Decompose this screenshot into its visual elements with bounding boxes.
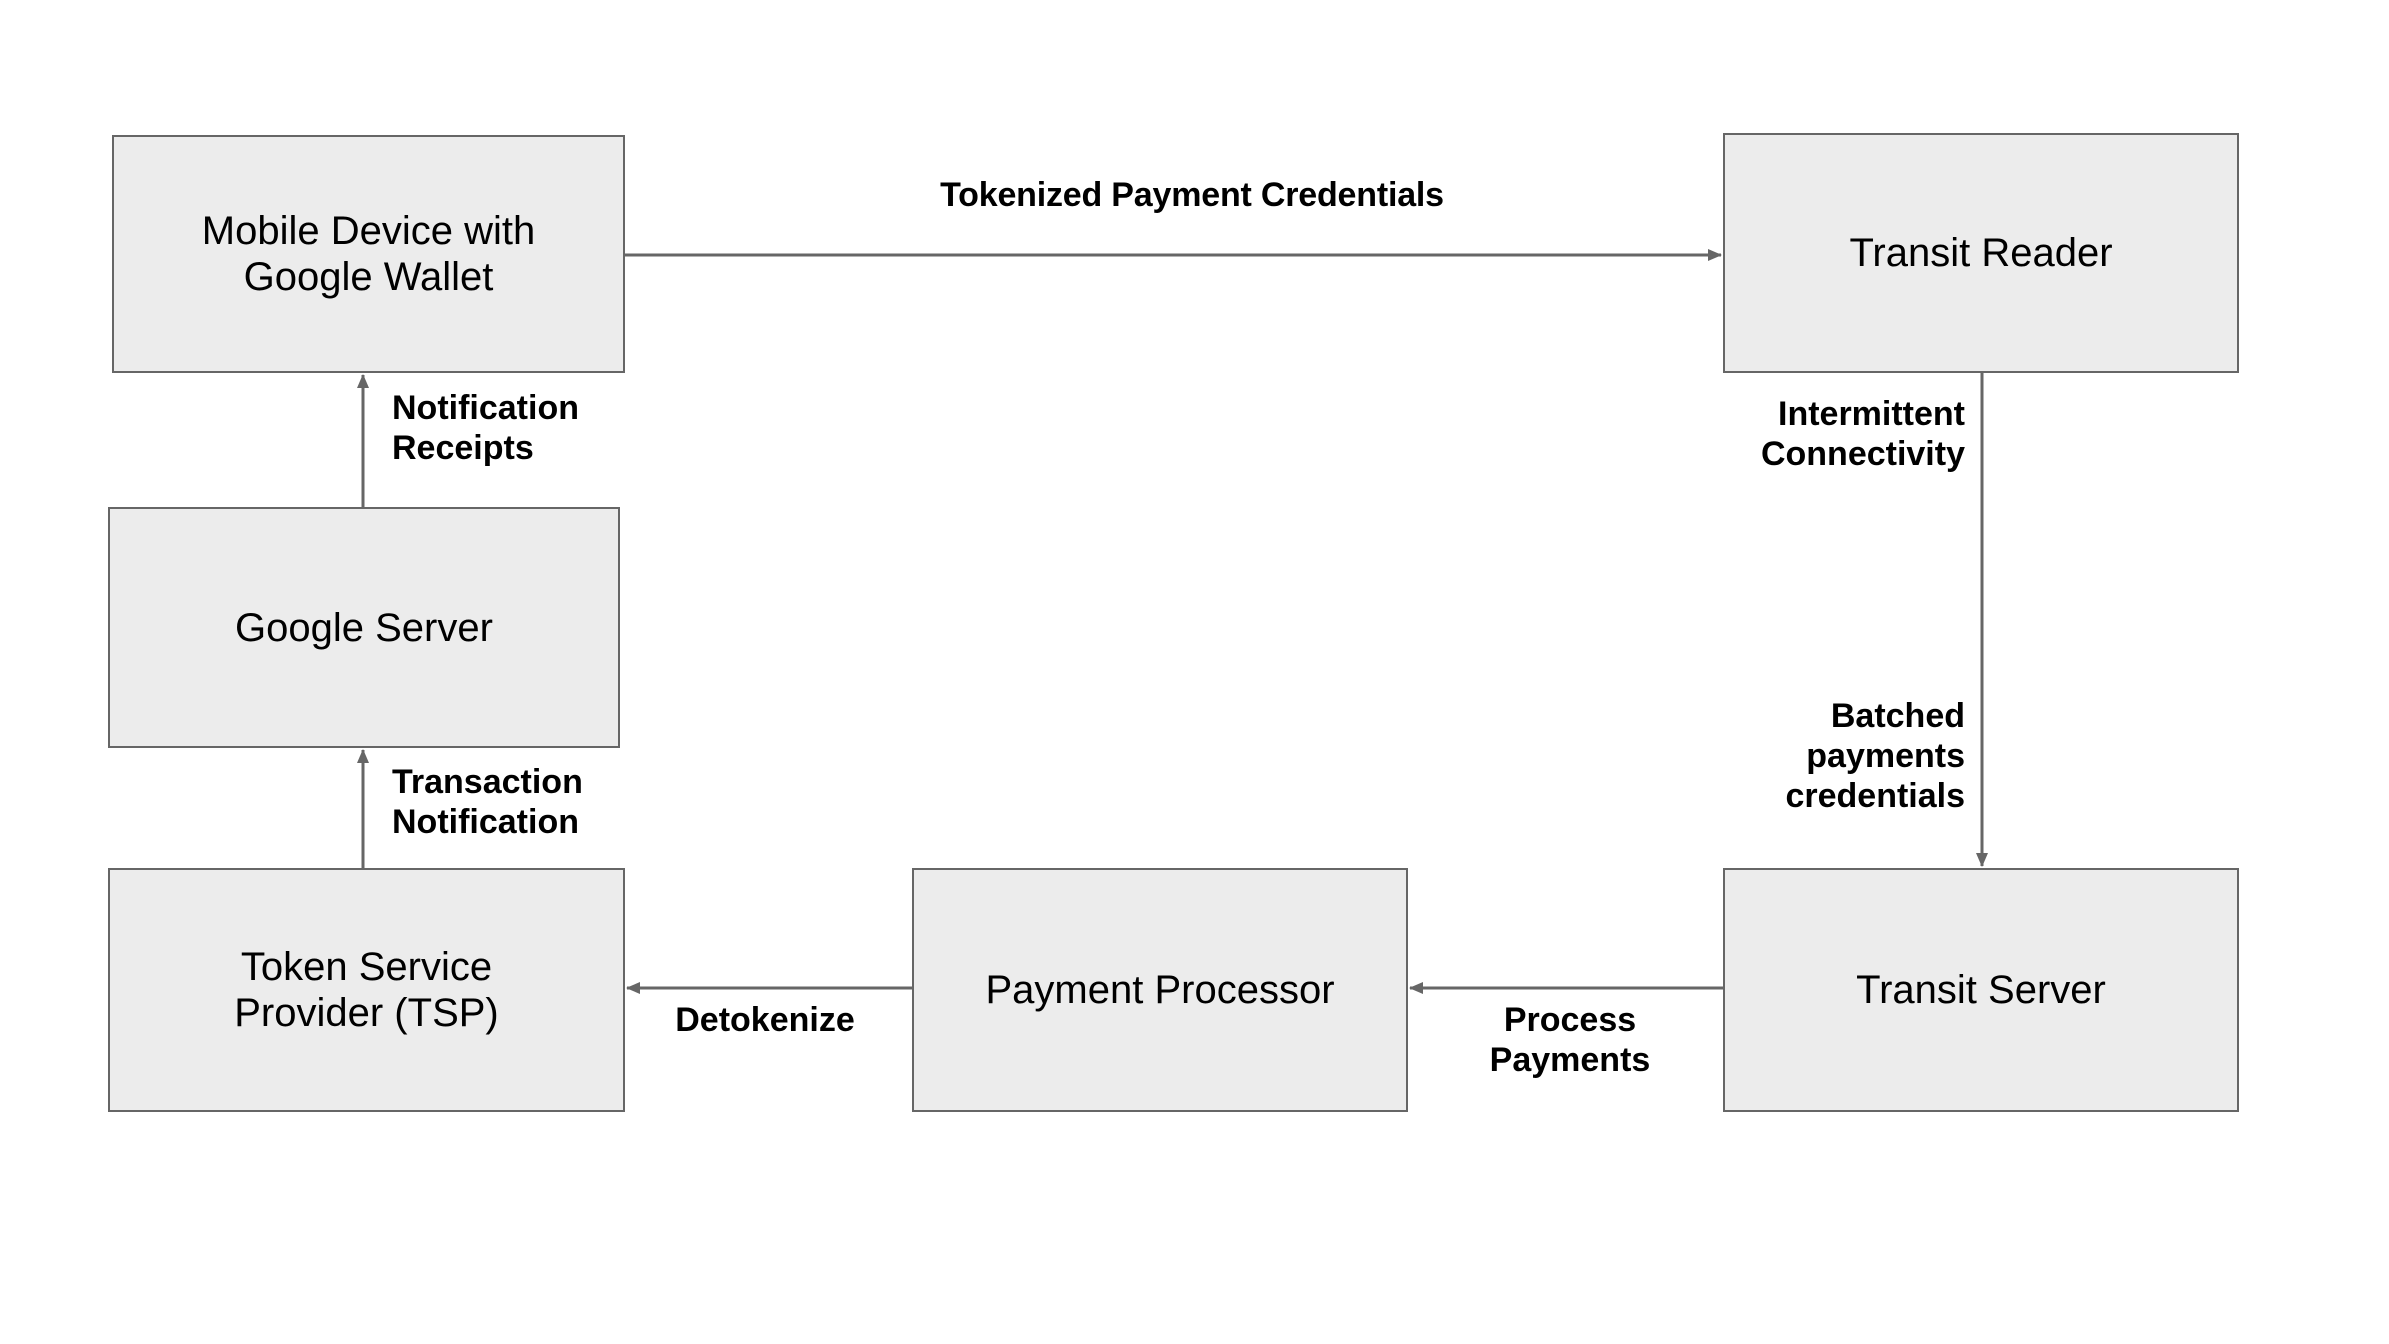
edge-label-batched-payments-credentials: Batched payments credentials bbox=[1785, 697, 1965, 816]
node-payment-processor[interactable]: Payment Processor bbox=[912, 868, 1408, 1112]
edge-label-tokenized-payment-credentials: Tokenized Payment Credentials bbox=[940, 176, 1444, 214]
edge-label-transaction-notification: Transaction Notification bbox=[392, 763, 583, 842]
edge-label-intermittent-connectivity: Intermittent Connectivity bbox=[1760, 395, 1965, 474]
edge-label-process-payments: Process Payments bbox=[1489, 1001, 1651, 1080]
node-token-service-provider[interactable]: Token Service Provider (TSP) bbox=[108, 868, 625, 1112]
node-google-server[interactable]: Google Server bbox=[108, 507, 620, 748]
edge-label-notification-receipts: Notification Receipts bbox=[392, 389, 579, 468]
node-transit-server[interactable]: Transit Server bbox=[1723, 868, 2239, 1112]
edge-label-detokenize: Detokenize bbox=[675, 1001, 855, 1039]
node-mobile-device-with-google-wallet[interactable]: Mobile Device with Google Wallet bbox=[112, 135, 625, 373]
node-transit-reader[interactable]: Transit Reader bbox=[1723, 133, 2239, 373]
